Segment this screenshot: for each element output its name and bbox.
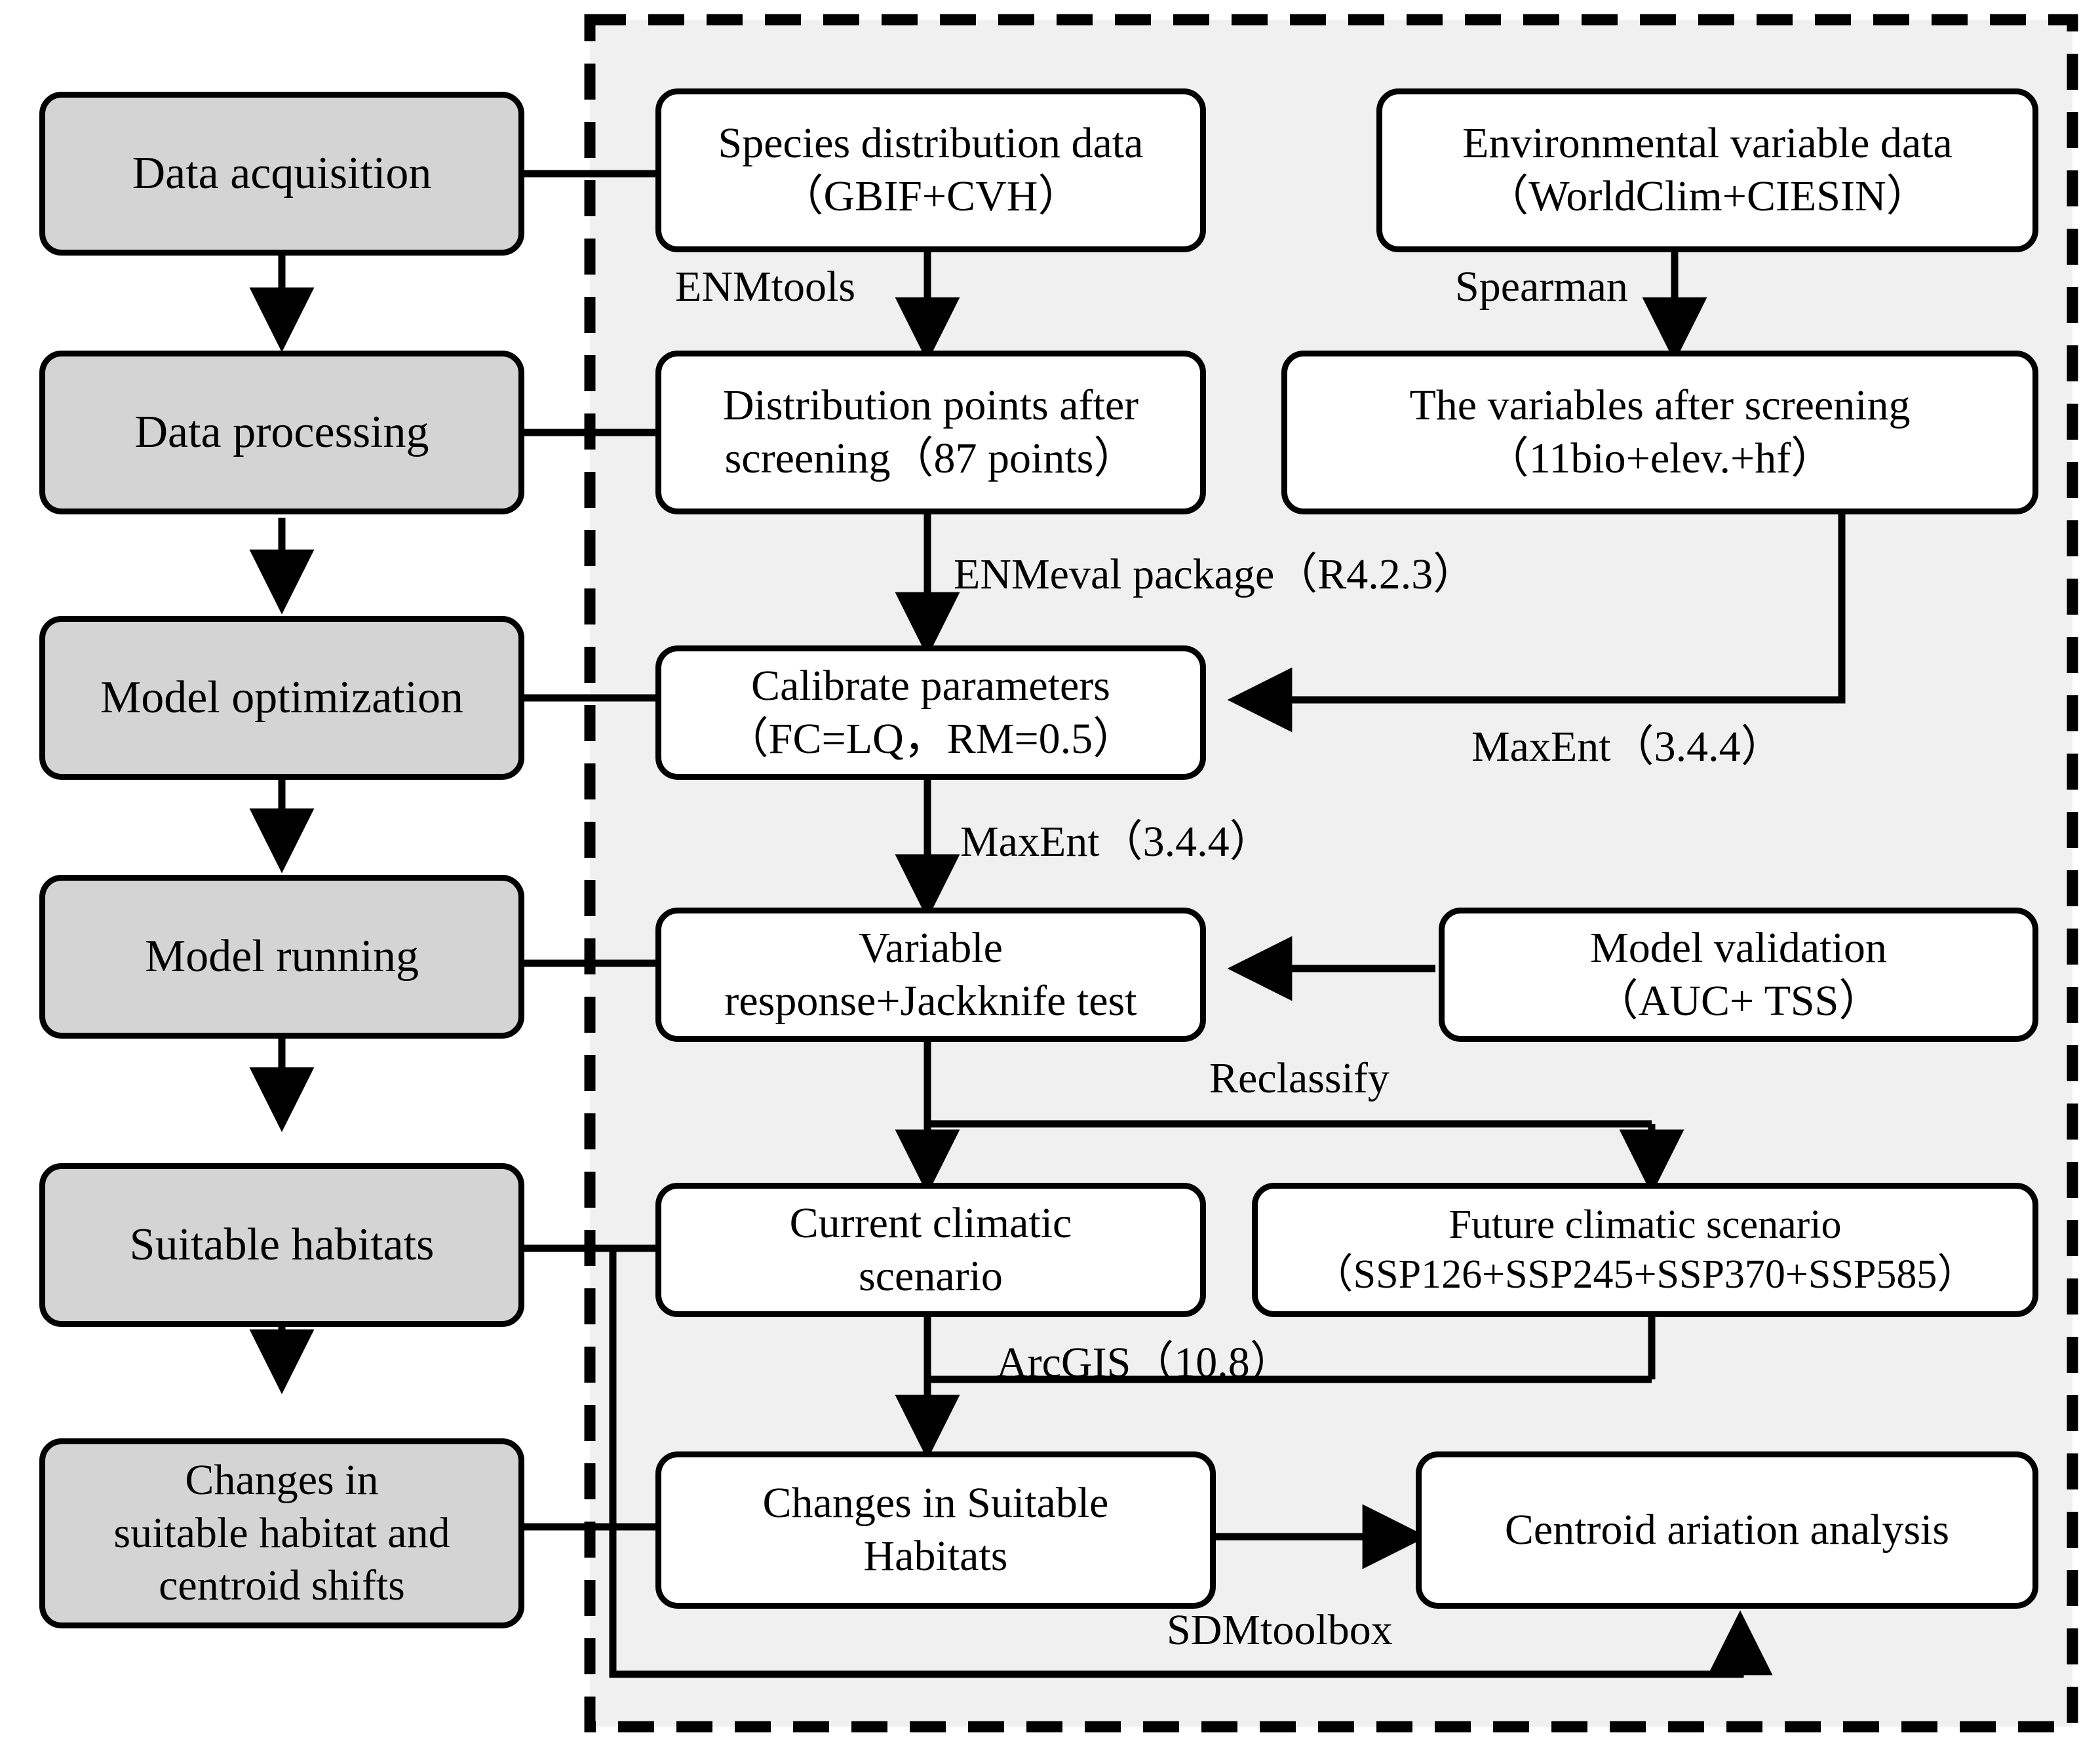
node-future-climatic-scenario[interactable]: Future climatic scenario （SSP126+SSP245+…	[1252, 1183, 2038, 1317]
stage-box-suitable-habitats[interactable]: Suitable habitats	[39, 1163, 524, 1327]
node-centroid-variation-analysis[interactable]: Centroid ariation analysis	[1416, 1451, 2038, 1609]
stage-label-changes-centroid: Changes in suitable habitat and centroid…	[113, 1456, 450, 1610]
edge-label-arcgis: ArcGIS（10.8）	[996, 1339, 1293, 1387]
node-label-variable-response-jackknife: Variable response+Jackknife test	[724, 923, 1137, 1025]
dashed-panel	[584, 14, 2078, 1733]
stage-box-data-acquisition[interactable]: Data acquisition	[39, 92, 524, 256]
node-calibrate-parameters[interactable]: Calibrate parameters （FC=LQ，RM=0.5）	[655, 645, 1206, 780]
stage-label-data-processing: Data processing	[134, 407, 429, 458]
stage-box-data-processing[interactable]: Data processing	[39, 351, 524, 514]
node-distribution-points-after-screening[interactable]: Distribution points after screening（87 p…	[655, 351, 1206, 514]
node-variables-after-screening[interactable]: The variables after screening （11bio+ele…	[1281, 351, 2038, 514]
edge-label-maxent-down: MaxEnt（3.4.4）	[960, 818, 1273, 866]
line-sdmtoolbox-rail	[609, 1248, 1773, 1678]
edge-label-reclassify: Reclassify	[1209, 1054, 1390, 1102]
node-label-distribution-points-after-screening: Distribution points after screening（87 p…	[722, 381, 1139, 482]
node-variable-response-jackknife[interactable]: Variable response+Jackknife test	[655, 908, 1206, 1042]
edge-label-enmeval-package: ENMeval package（R4.2.3）	[954, 550, 1477, 598]
node-label-environmental-variable-data: Environmental variable data （WorldClim+C…	[1462, 119, 1953, 220]
node-label-centroid-variation-analysis: Centroid ariation analysis	[1504, 1505, 1950, 1554]
node-label-current-climatic-scenario: Current climatic scenario	[789, 1199, 1072, 1300]
arrow-maxent-right	[1227, 514, 1846, 733]
node-label-model-validation: Model validation （AUC+ TSS）	[1590, 923, 1887, 1025]
node-label-variables-after-screening: The variables after screening （11bio+ele…	[1409, 381, 1911, 482]
edge-label-sdmtoolbox: SDMtoolbox	[1167, 1606, 1393, 1654]
node-changes-in-suitable-habitats[interactable]: Changes in Suitable Habitats	[655, 1451, 1216, 1609]
node-label-species-distribution-data: Species distribution data （GBIF+CVH）	[718, 119, 1144, 220]
node-current-climatic-scenario[interactable]: Current climatic scenario	[655, 1183, 1206, 1317]
stage-label-suitable-habitats: Suitable habitats	[129, 1219, 435, 1271]
stage-label-model-optimization: Model optimization	[100, 672, 464, 723]
stage-label-model-running: Model running	[144, 931, 419, 982]
stage-box-changes-centroid[interactable]: Changes in suitable habitat and centroid…	[39, 1438, 524, 1628]
node-model-validation[interactable]: Model validation （AUC+ TSS）	[1439, 908, 2038, 1042]
stage-box-model-running[interactable]: Model running	[39, 875, 524, 1039]
stage-label-data-acquisition: Data acquisition	[132, 148, 432, 199]
stage-box-model-optimization[interactable]: Model optimization	[39, 616, 524, 780]
node-environmental-variable-data[interactable]: Environmental variable data （WorldClim+C…	[1376, 88, 2038, 252]
node-label-future-climatic-scenario: Future climatic scenario （SSP126+SSP245+…	[1312, 1202, 1978, 1297]
edge-label-spearman: Spearman	[1455, 263, 1628, 311]
edge-label-enmtools: ENMtools	[675, 263, 856, 311]
node-species-distribution-data[interactable]: Species distribution data （GBIF+CVH）	[655, 88, 1206, 252]
node-label-changes-in-suitable-habitats: Changes in Suitable Habitats	[762, 1479, 1109, 1580]
node-label-calibrate-parameters: Calibrate parameters （FC=LQ，RM=0.5）	[725, 661, 1137, 763]
edge-label-maxent-right: MaxEnt（3.4.4）	[1471, 723, 1784, 771]
